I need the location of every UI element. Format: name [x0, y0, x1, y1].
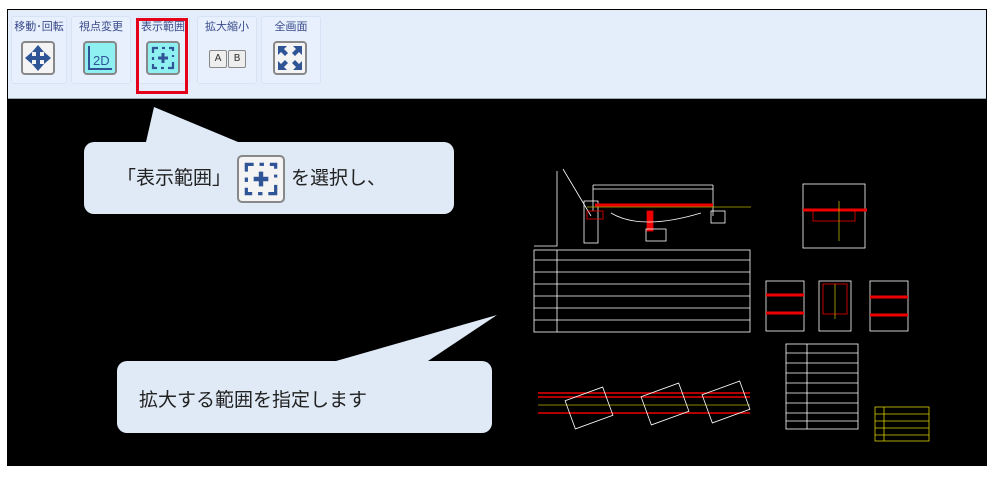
group-display-range: 表示範囲: [136, 16, 190, 84]
toolbar: 移動･回転 視点変更 2D 表示範囲 拡大縮小 A B 全画面: [8, 10, 986, 99]
drawing-canvas[interactable]: 「表示範囲」 を選択し、 拡大する範囲を指定します: [8, 99, 986, 466]
profile-axis: [534, 171, 558, 247]
zoom-in-icon: A: [214, 53, 222, 64]
group-move-rotate: 移動･回転: [11, 16, 67, 84]
selection-highlight: [136, 18, 188, 94]
group-label: 表示範囲: [141, 20, 185, 33]
app-window: 移動･回転 視点変更 2D 表示範囲 拡大縮小 A B 全画面: [7, 9, 987, 466]
group-label: 拡大縮小: [205, 20, 249, 33]
group-label: 移動･回転: [14, 20, 64, 33]
zoom-in-button[interactable]: A: [209, 50, 227, 68]
group-fullscreen: 全画面: [261, 16, 321, 84]
fullscreen-button[interactable]: [273, 41, 307, 75]
move-rotate-button[interactable]: [21, 41, 55, 75]
zoom-window-icon: [151, 46, 175, 70]
cad-drawing: [533, 168, 930, 442]
svg-text:2D: 2D: [93, 53, 110, 68]
group-label: 全画面: [274, 20, 308, 33]
group-zoom: 拡大縮小 A B: [197, 16, 257, 84]
callout-tails: [146, 107, 497, 361]
zoom-out-button[interactable]: B: [228, 50, 246, 68]
fullscreen-icon: [278, 46, 302, 70]
callout-select-display-range: 「表示範囲」 を選択し、: [84, 142, 454, 214]
callout-text: 拡大する範囲を指定します: [139, 389, 368, 411]
callout-text: 「表示範囲」: [117, 167, 232, 189]
zoom-out-icon: B: [233, 53, 241, 64]
view-change-button[interactable]: 2D: [83, 41, 117, 75]
2d-view-icon: 2D: [88, 46, 112, 70]
move-arrows-icon: [25, 45, 51, 71]
group-view-change: 視点変更 2D: [71, 16, 131, 84]
zoom-window-icon: [237, 154, 286, 203]
callout-text: を選択し、: [291, 167, 387, 189]
display-range-button[interactable]: [146, 41, 180, 75]
group-label: 視点変更: [79, 20, 123, 33]
callout-specify-range: 拡大する範囲を指定します: [117, 361, 492, 433]
